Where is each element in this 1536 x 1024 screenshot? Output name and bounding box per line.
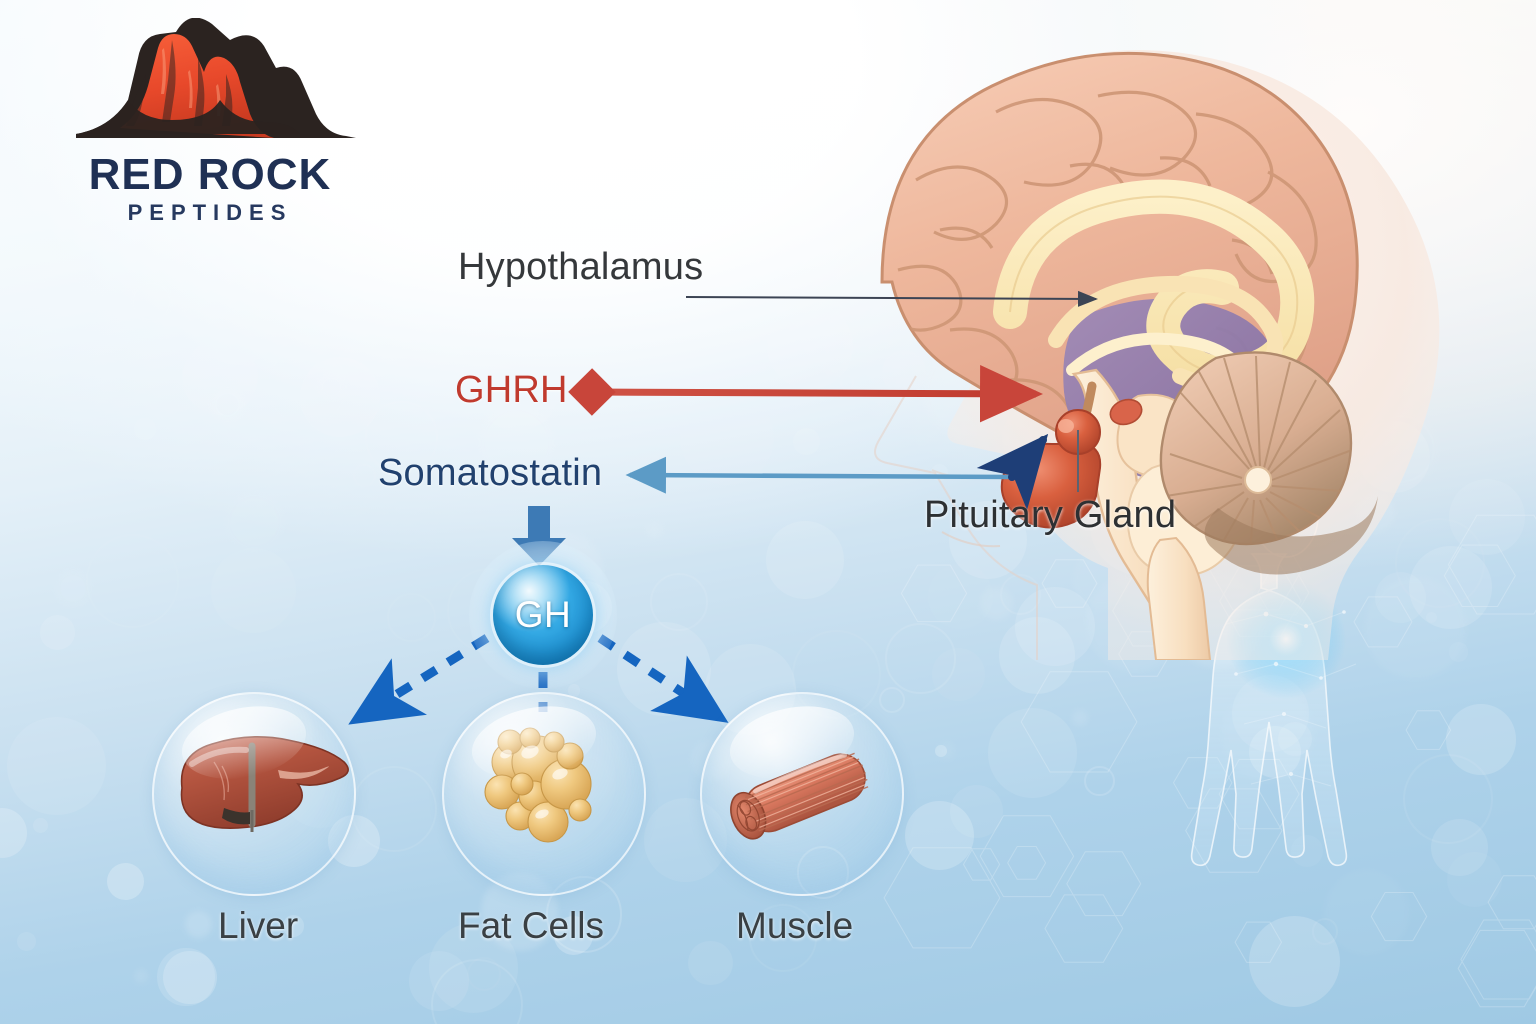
bokeh-dot [605,179,639,213]
bokeh-dot [29,354,66,391]
bokeh-dot [736,247,765,276]
bokeh-dot [949,784,1004,839]
bokeh-dot [39,614,75,650]
target-bubble-fat[interactable] [442,692,646,896]
gh-sphere [493,565,593,665]
bokeh-dot [7,716,106,816]
bokeh-dot [646,521,663,539]
bokeh-dot [32,818,49,834]
bokeh-dot [408,951,469,1012]
bokeh-dot [1291,835,1323,867]
bokeh-dot [299,368,385,454]
bokeh-dot [236,302,273,339]
bokeh-dot [1447,851,1503,907]
bokeh-dot [1324,870,1409,955]
bokeh-dot [1248,915,1340,1007]
bokeh-dot [268,347,346,425]
bokeh-dot [688,941,733,986]
brand-tagline: PEPTIDES [127,200,293,225]
bokeh-dot [195,283,278,366]
bokeh-dot [130,280,173,323]
label-somatostatin: Somatostatin [378,452,603,494]
bokeh-dot [266,229,308,271]
bokeh-dot [793,428,821,456]
bokeh-dot [700,209,741,250]
bokeh-dot [210,387,246,423]
bokeh-dot [431,959,524,1024]
bokeh-dot [1232,675,1309,752]
target-bubble-liver[interactable] [152,692,356,896]
bokeh-dot [1431,818,1489,876]
brain-sagittal-section-icon [874,50,1440,660]
bokeh-dot [0,807,27,858]
bokeh-dot [680,391,775,486]
bokeh-dot [107,266,170,329]
bokeh-dot [550,291,596,338]
bokeh-dot [179,270,233,324]
bokeh-dot [1445,704,1517,775]
bokeh-dot [106,862,145,901]
bokeh-dot [210,548,296,633]
bokeh-dot [184,911,212,939]
bokeh-dot [1249,726,1302,779]
bokeh-dot [1,257,39,295]
bokeh-dot [1083,765,1115,797]
bokeh-dot [467,957,501,991]
red-rock-butte-icon [76,17,356,138]
label-liver: Liver [218,905,299,946]
brand-wordmark: RED ROCK [88,150,332,199]
bokeh-dot [685,392,698,405]
bokeh-dot [497,284,575,362]
label-pituitary-gland: Pituitary Gland [924,494,1177,536]
bokeh-dot [1277,721,1313,757]
bokeh-dot [937,742,956,760]
bokeh-dot [133,968,149,984]
bokeh-dot [318,374,345,401]
bokeh-dot [54,569,92,607]
label-ghrh: GHRH [455,369,568,411]
gh-label: GH [514,594,572,635]
gh-node[interactable]: GH [469,541,617,689]
bokeh-dot [290,284,363,356]
bokeh-dot [1072,709,1089,726]
label-muscle: Muscle [736,905,854,946]
bokeh-dot [300,357,381,438]
bokeh-dot [162,950,217,1005]
bokeh-dot [225,492,284,551]
label-hypothalamus: Hypothalamus [458,246,704,288]
bokeh-dot [905,800,975,870]
label-fat-cells: Fat Cells [458,905,604,946]
bokeh-dot [350,765,437,852]
bokeh-dot [85,534,180,628]
brand-logo[interactable]: RED ROCK PEPTIDES [60,17,360,225]
bokeh-dot [649,573,708,631]
bokeh-dot [525,179,595,249]
bokeh-dot [935,745,947,757]
bokeh-dot [43,260,103,321]
bokeh-dot [1222,688,1316,782]
bokeh-dot [157,948,215,1006]
bokeh-dot [182,339,258,416]
bokeh-dot [353,463,377,487]
bokeh-dot [16,931,37,952]
bokeh-dot [1402,753,1493,844]
bokeh-dot [386,593,436,642]
bokeh-dot [134,418,156,440]
target-bubble-muscle[interactable] [700,692,904,896]
bokeh-dot [987,708,1078,798]
bokeh-dot [1311,918,1339,945]
bokeh-dot [231,262,256,287]
